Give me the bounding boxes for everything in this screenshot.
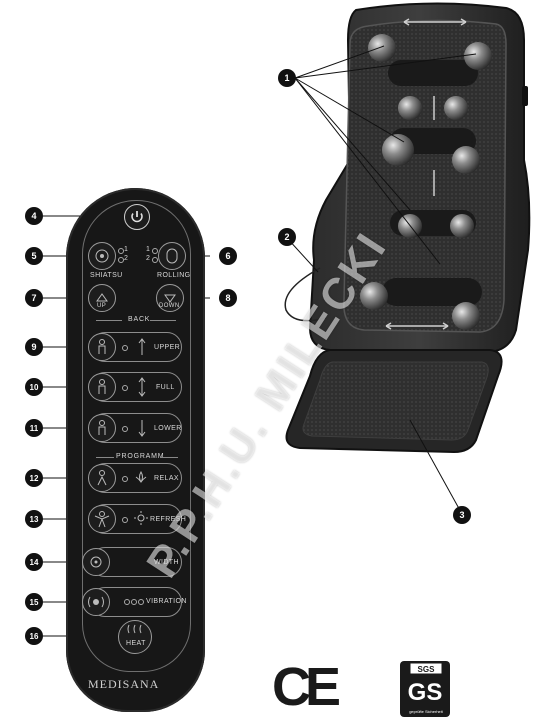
down-label: DOWN	[159, 303, 180, 309]
rolling-button[interactable]	[158, 242, 186, 270]
massage-rollers	[360, 34, 492, 330]
callout-9: 9	[25, 338, 43, 356]
person-seated-icon	[97, 470, 107, 486]
callout-10: 10	[25, 378, 43, 396]
gs-mark: SGS GS geprüfte Sicherheit	[392, 660, 476, 720]
programm-section-label: PROGRAMM	[116, 453, 165, 460]
width-label: WIDTH	[154, 559, 179, 566]
heat-waves-icon	[127, 624, 142, 634]
heat-button[interactable]	[118, 620, 152, 654]
full-icon-button	[88, 373, 116, 401]
callout-3: 3	[453, 506, 471, 524]
vibration-icon-button	[82, 588, 110, 616]
sgs-text: SGS	[418, 665, 436, 674]
relax-icon-button	[88, 464, 116, 492]
gs-subtitle: geprüfte Sicherheit	[409, 709, 443, 714]
full-label: FULL	[156, 384, 175, 391]
rolling-icon	[166, 248, 178, 264]
person-back-icon	[98, 420, 106, 435]
ce-mark: CE	[272, 657, 341, 717]
callout-13: 13	[25, 510, 43, 528]
callout-15: 15	[25, 593, 43, 611]
refresh-icon-button	[88, 505, 116, 533]
callout-14: 14	[25, 553, 43, 571]
vibration-label: VIBRATION	[146, 598, 187, 605]
person-back-icon	[98, 339, 106, 354]
upper-icon-button	[88, 333, 116, 361]
cable	[284, 267, 327, 322]
callout-4: 4	[25, 207, 43, 225]
lower-label: LOWER	[154, 425, 182, 432]
lower-icon-button	[88, 414, 116, 442]
shiatsu-label: SHIATSU	[90, 272, 123, 279]
upper-label: UPPER	[154, 344, 181, 351]
power-icon	[131, 211, 143, 223]
lotus-icon	[135, 471, 147, 483]
seat-mesh-window	[343, 19, 507, 333]
width-icon	[90, 556, 102, 568]
power-button[interactable]	[124, 204, 150, 230]
callout-7: 7	[25, 289, 43, 307]
shiatsu-icon	[95, 249, 109, 263]
refresh-label: REFRESH	[150, 516, 187, 523]
arrow-down-icon	[138, 420, 146, 437]
vibration-icon	[88, 596, 104, 608]
person-back-icon	[98, 379, 106, 394]
width-icon-button	[82, 548, 110, 576]
callout-11: 11	[25, 419, 43, 437]
person-stretch-icon	[94, 511, 110, 528]
shiatsu-button[interactable]	[88, 242, 116, 270]
arrow-updown-icon	[138, 377, 146, 397]
callout-6: 6	[219, 247, 237, 265]
callout-12: 12	[25, 469, 43, 487]
up-label: UP	[97, 303, 107, 309]
callout-1: 1	[278, 69, 296, 87]
motion-arrows	[385, 18, 467, 330]
brand-logo: MEDISANA	[88, 677, 160, 691]
callout-8: 8	[219, 289, 237, 307]
rolling-label: ROLLING	[157, 272, 191, 279]
callout-2: 2	[278, 228, 296, 246]
heat-label: HEAT	[126, 640, 146, 647]
arrow-up-icon	[138, 338, 146, 355]
relax-label: RELAX	[154, 475, 179, 482]
gs-text: GS	[408, 679, 443, 706]
up-button[interactable]	[88, 284, 116, 312]
callout-16: 16	[25, 627, 43, 645]
triangle-down-icon	[164, 294, 176, 303]
sun-icon	[134, 511, 148, 525]
triangle-up-icon	[96, 293, 108, 302]
callout-5: 5	[25, 247, 43, 265]
remote-button-panel	[82, 200, 191, 672]
back-section-label: BACK	[128, 316, 151, 323]
down-button[interactable]	[156, 284, 184, 312]
massage-seat-illustration	[284, 2, 531, 454]
